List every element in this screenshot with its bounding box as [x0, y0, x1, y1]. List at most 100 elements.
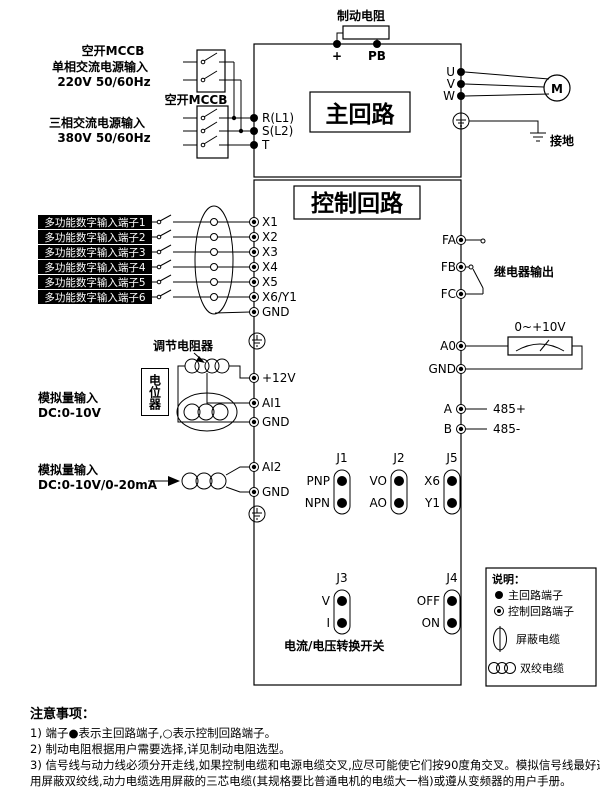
- main-ground: 接地: [452, 112, 574, 148]
- jumper-j1-label: J1: [335, 451, 347, 465]
- analog-input-1: 调节电阻器 模拟量输入 DC:0-10V: [38, 338, 250, 432]
- jumper-j5-bottom-label: Y1: [424, 496, 440, 510]
- terminal-ai2-label: AI2: [262, 460, 281, 474]
- analog2-name: 模拟量输入: [38, 462, 98, 477]
- terminal-ai1-label: AI1: [262, 396, 281, 410]
- jumper-j3-bottom-label: I: [326, 616, 330, 630]
- analog2-range: DC:0-10V/0-20mA: [38, 478, 158, 492]
- note-line-4: 用屏蔽双绞线,动力电缆选用屏蔽的三芯电缆(其规格要比普通电机的电缆大一档)或遵从…: [30, 774, 572, 788]
- digital-input-6: 多功能数字输入端子6: [38, 289, 250, 304]
- digital-input-4-label: 多功能数字输入端子4: [44, 261, 145, 274]
- mccb1-label: 空开MCCB: [82, 43, 145, 58]
- jumper-j1-bottom-label: NPN: [305, 496, 330, 510]
- rs485-plus-label: 485+: [493, 402, 526, 416]
- terminal-v-dot: [457, 80, 465, 88]
- ground-terminal-icon: [248, 505, 266, 523]
- terminal-b-label: B: [444, 422, 452, 436]
- analog-input-2: 模拟量输入 DC:0-10V/0-20mA: [38, 462, 250, 493]
- terminal-pb-dot: [373, 40, 381, 48]
- control-circuit-box: 控制回路: [253, 179, 462, 686]
- terminal-x1: X1: [249, 215, 278, 229]
- ground-label: 接地: [550, 133, 574, 148]
- terminal-12v: +12V: [249, 371, 296, 385]
- jumper-j2-top-label: VO: [370, 474, 387, 488]
- terminal-fc-label: FC: [441, 287, 456, 301]
- shielded-cable-icon: [176, 392, 238, 432]
- twisted-pair-icon: [488, 662, 500, 674]
- terminal-x3-label: X3: [262, 245, 278, 259]
- main-circuit-box: 主回路: [253, 43, 462, 178]
- digital-input-3: 多功能数字输入端子3: [38, 244, 250, 259]
- rs485-minus-label: 485-: [493, 422, 520, 436]
- terminal-u-dot: [457, 68, 465, 76]
- digital-input-2-label: 多功能数字输入端子2: [44, 231, 145, 244]
- terminal-x5-label: X5: [262, 275, 278, 289]
- jumper-j2-bottom-label: AO: [370, 496, 387, 510]
- jumper-j4: J4 OFF ON: [417, 571, 461, 635]
- rs485: A 485+ B 485-: [444, 402, 526, 436]
- analog1-range: DC:0-10V: [38, 406, 102, 420]
- mccb2-label: 空开MCCB: [165, 92, 228, 107]
- analog-output: 0~+10V A0 GND: [428, 320, 583, 376]
- jumper-j4-top-label: OFF: [417, 594, 440, 608]
- ground-terminal-icon: [248, 332, 266, 350]
- terminal-x1-label: X1: [262, 215, 278, 229]
- analog1-name: 模拟量输入: [38, 390, 98, 405]
- terminal-s: S(L2): [250, 124, 293, 138]
- notes: 注意事项： 1) 端子●表示主回路端子,○表示控制回路端子。 2) 制动电阻根据…: [30, 703, 600, 789]
- motor-output: U V W M: [443, 65, 571, 103]
- switch-label: 电流/电压转换开关: [284, 638, 384, 653]
- jumper-j3-label: J3: [335, 571, 347, 585]
- digital-input-3-label: 多功能数字输入端子3: [44, 246, 145, 259]
- adjust-resistor-label: 调节电阻器: [153, 338, 214, 353]
- terminal-gnd-digital: GND: [249, 305, 290, 319]
- terminal-x5: X5: [249, 275, 278, 289]
- jumper-j2-label: J2: [392, 451, 404, 465]
- potentiometer-label: 电位器: [141, 368, 169, 416]
- terminal-x2: X2: [249, 230, 278, 244]
- single-phase-voltage: 220V 50/60Hz: [57, 75, 150, 89]
- digital-input-1: 多功能数字输入端子1: [38, 214, 250, 229]
- resistor-symbol: [342, 25, 390, 40]
- meter-range-label: 0~+10V: [514, 320, 566, 334]
- mccb2-symbol: [196, 105, 229, 159]
- terminal-w-dot: [457, 92, 465, 100]
- terminal-gnd-ai2: GND: [249, 485, 290, 499]
- note-line-2: 2) 制动电阻根据用户需要选择,详见制动电阻选型。: [30, 742, 291, 756]
- notes-title: 注意事项：: [30, 707, 96, 722]
- terminal-gnd-digital-label: GND: [262, 305, 290, 319]
- motor-label: M: [551, 82, 563, 96]
- pe-ground-2: [248, 505, 266, 523]
- terminal-u-label: U: [446, 65, 455, 79]
- digital-input-1-label: 多功能数字输入端子1: [44, 216, 145, 229]
- terminal-fa-label: FA: [442, 233, 457, 247]
- terminal-x6y1: X6/Y1: [249, 290, 297, 304]
- terminal-w-label: W: [443, 89, 455, 103]
- jumper-j3: J3 V I: [322, 571, 351, 635]
- legend: 说明： 主回路端子 控制回路端子 屏蔽电缆 双绞电缆: [485, 567, 597, 687]
- main-terminal-icon: [495, 591, 503, 599]
- terminal-gnd-ai1: GND: [249, 415, 290, 429]
- terminal-t: T: [250, 138, 270, 152]
- three-phase-input: 空开MCCB 三相交流电源输入 380V 50/60Hz: [49, 92, 250, 159]
- digital-input-6-label: 多功能数字输入端子6: [44, 291, 145, 304]
- legend-control-terminal: 控制回路端子: [508, 604, 574, 618]
- terminal-s-label: S(L2): [262, 124, 293, 138]
- three-phase-voltage: 380V 50/60Hz: [57, 131, 150, 145]
- meter-icon: [507, 336, 573, 356]
- legend-title: 说明：: [492, 572, 525, 586]
- terminal-x4-label: X4: [262, 260, 278, 274]
- terminal-v-label: V: [447, 77, 456, 91]
- jumper-j5-label: J5: [445, 451, 457, 465]
- jumper-j5: J5 X6 Y1: [424, 451, 461, 515]
- terminal-gnd-ai1-label: GND: [262, 415, 290, 429]
- terminal-fb-label: FB: [441, 260, 456, 274]
- terminal-x6y1-label: X6/Y1: [262, 290, 297, 304]
- terminal-ai1: AI1: [249, 396, 281, 410]
- note-line-1: 1) 端子●表示主回路端子,○表示控制回路端子。: [30, 726, 277, 740]
- terminal-t-label: T: [261, 138, 270, 152]
- digital-input-4: 多功能数字输入端子4: [38, 259, 250, 274]
- terminal-plus-dot: [333, 40, 341, 48]
- terminal-a0-label: A0: [440, 339, 456, 353]
